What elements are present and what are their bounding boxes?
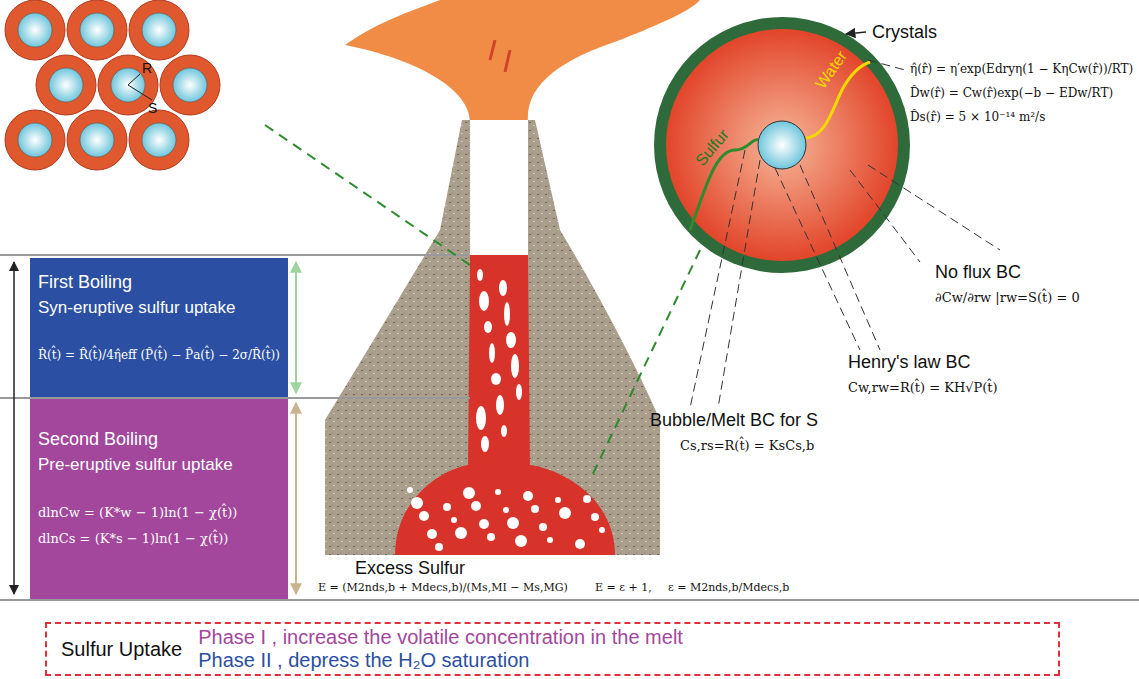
equation: E = ε + 1,	[595, 581, 652, 594]
dashed-summary-box: Sulfur Uptake Phase I , increase the vola…	[45, 622, 1060, 676]
bc-heading: No flux BC	[935, 262, 1021, 283]
bc-heading: Henry's law BC	[848, 352, 970, 373]
gas-bubble	[758, 121, 806, 169]
equation: dlnCw = (K*w − 1)ln(1 − χ(t̂))	[38, 505, 280, 521]
band-heading: Second Boiling	[38, 429, 280, 451]
phase-note: Phase I , increase the volatile concentr…	[198, 626, 683, 649]
callout-letter: S	[148, 100, 157, 116]
crystal-rim	[654, 17, 910, 273]
band-heading: First Boiling	[38, 272, 280, 294]
callout-letter: R	[142, 60, 152, 76]
magma-chamber	[395, 465, 615, 555]
volcano-edifice	[325, 120, 660, 555]
phase-note: Phase II , depress the H₂O saturation	[198, 649, 683, 672]
band-subtitle: Syn-eruptive sulfur uptake	[38, 298, 280, 318]
bc-heading: Bubble/Melt BC for S	[650, 410, 818, 431]
conduit-lower	[468, 255, 530, 470]
band-subtitle: Pre-eruptive sulfur uptake	[38, 455, 280, 475]
equation: Ṙ(t̂) = R̂(t̂)/4η̂eff (P̂(t̂) − P̂a(t̂) …	[38, 348, 280, 362]
equation: D̂w(r̂) = Cw(r̂)exp(−b − EDw/RT)	[910, 86, 1113, 100]
conduit-upper	[470, 120, 528, 255]
section-heading: Excess Sulfur	[355, 558, 465, 579]
box-heading: Sulfur Uptake	[61, 638, 182, 661]
equation: dlnCs = (K*s − 1)ln(1 − χ(t̂))	[38, 531, 280, 547]
equation: Cw,rw=R(t̂) = KH√P(t̂)	[848, 380, 998, 395]
packed-bubbles	[5, 0, 220, 170]
stage-band: First BoilingSyn-eruptive sulfur uptakeṘ…	[30, 258, 288, 397]
stage-band: Second BoilingPre-eruptive sulfur uptake…	[30, 399, 288, 599]
equation: η̂(r̂) = η′exp(Edryη(1 − KηCw(r̂))/RT)	[910, 62, 1133, 76]
equation: Cs,rs=R(t̂) = KsCs,b	[680, 438, 814, 453]
equation: D̂s(r̂) = 5 × 10⁻¹⁴ m²/s	[910, 110, 1045, 124]
eruption-plume	[345, 0, 700, 122]
equation: ε = M2nds,b/Mdecs,b	[668, 581, 789, 594]
equation: E = (M2nds,b + Mdecs,b)/(Ms,MI − Ms,MG)	[318, 581, 568, 594]
part-label: Crystals	[872, 22, 937, 43]
equation: ∂Cw/∂rw |rw=S(t̂) = 0	[935, 290, 1080, 305]
melt-shell	[666, 29, 898, 261]
